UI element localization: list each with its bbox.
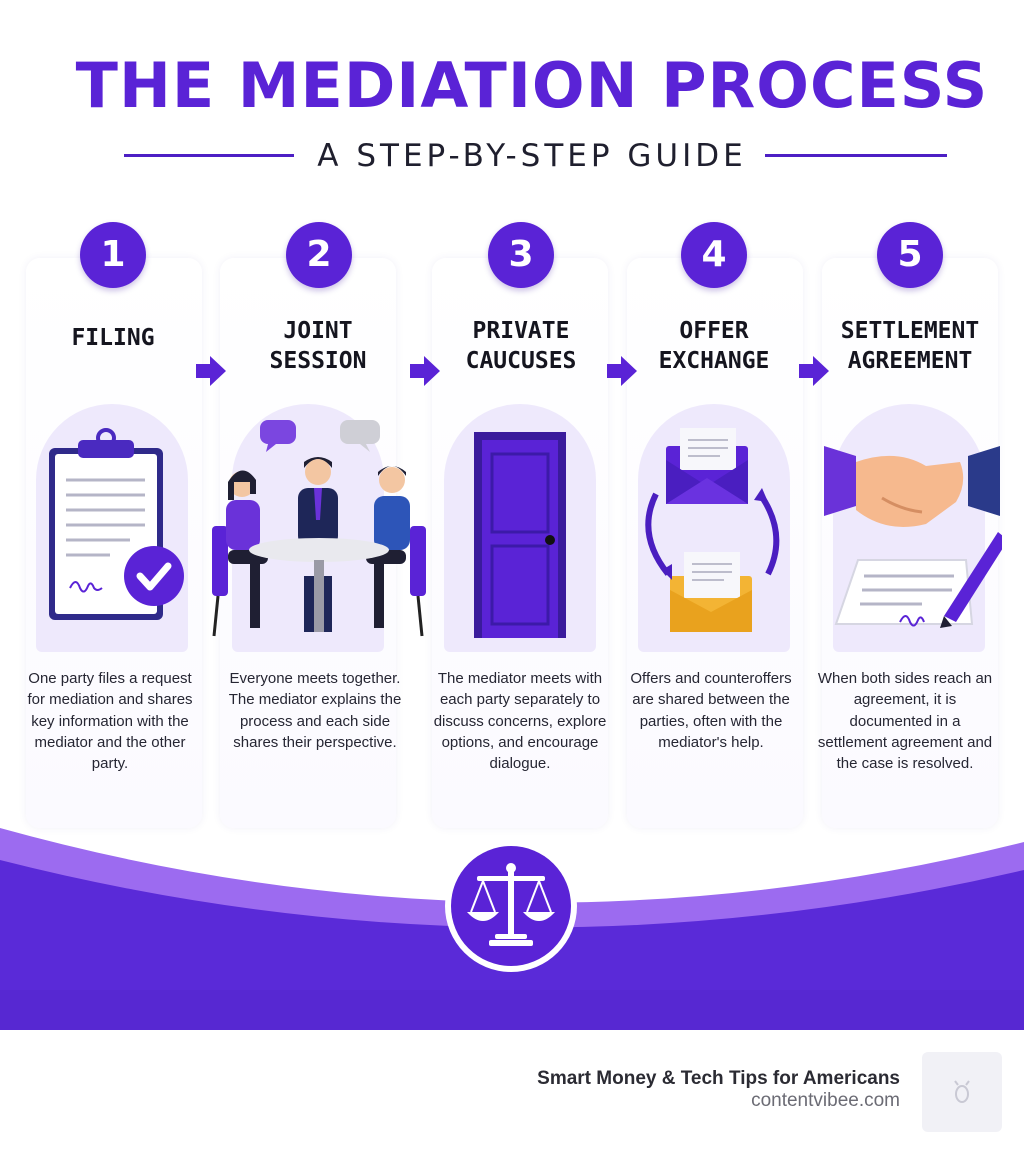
subtitle-row: A STEP-BY-STEP GUIDE	[0, 134, 1024, 178]
meeting-table-icon	[212, 420, 426, 637]
step-title-1: FILING	[71, 325, 155, 351]
step-number-4: 4	[681, 222, 747, 288]
scales-of-justice-icon	[445, 840, 577, 972]
step-number-5: 5	[877, 222, 943, 288]
footer-brand: Smart Money & Tech Tips for Americans	[537, 1068, 900, 1089]
clipboard-check-icon	[49, 428, 184, 620]
step-description-2: Everyone meets together. The mediator ex…	[228, 670, 402, 751]
closed-door-icon	[474, 432, 566, 638]
page-subtitle: A STEP-BY-STEP GUIDE	[317, 138, 747, 174]
step-title-4: OFFER EXCHANGE	[658, 318, 770, 374]
footer-site-link[interactable]: contentvibee.com	[751, 1090, 900, 1111]
envelope-exchange-icon	[645, 428, 780, 632]
step-description-5: When both sides reach an agreement, it i…	[817, 670, 993, 773]
step-description-1: One party files a request for mediation …	[27, 670, 193, 773]
bee-logo-icon	[954, 1080, 970, 1103]
step-number-3: 3	[488, 222, 554, 288]
step-number-1: 1	[80, 222, 146, 288]
next-arrow-icon	[799, 356, 829, 386]
step-title-2: JOINT SESSION	[269, 318, 367, 374]
site-logo	[922, 1052, 1002, 1132]
page-title: THE MEDIATION PROCESS	[75, 49, 989, 122]
step-title-5: SETTLEMENT AGREEMENT	[840, 318, 980, 374]
step-title-3: PRIVATE CAUCUSES	[465, 318, 577, 374]
subtitle-left-rule	[124, 154, 294, 157]
step-description-3: The mediator meets with each party separ…	[433, 670, 607, 773]
handshake-document-icon	[824, 446, 1002, 628]
next-arrow-icon	[196, 356, 226, 386]
next-arrow-icon	[410, 356, 440, 386]
subtitle-right-rule	[765, 154, 947, 157]
step-number-2: 2	[286, 222, 352, 288]
step-description-4: Offers and counteroffers are shared betw…	[630, 670, 792, 751]
next-arrow-icon	[607, 356, 637, 386]
